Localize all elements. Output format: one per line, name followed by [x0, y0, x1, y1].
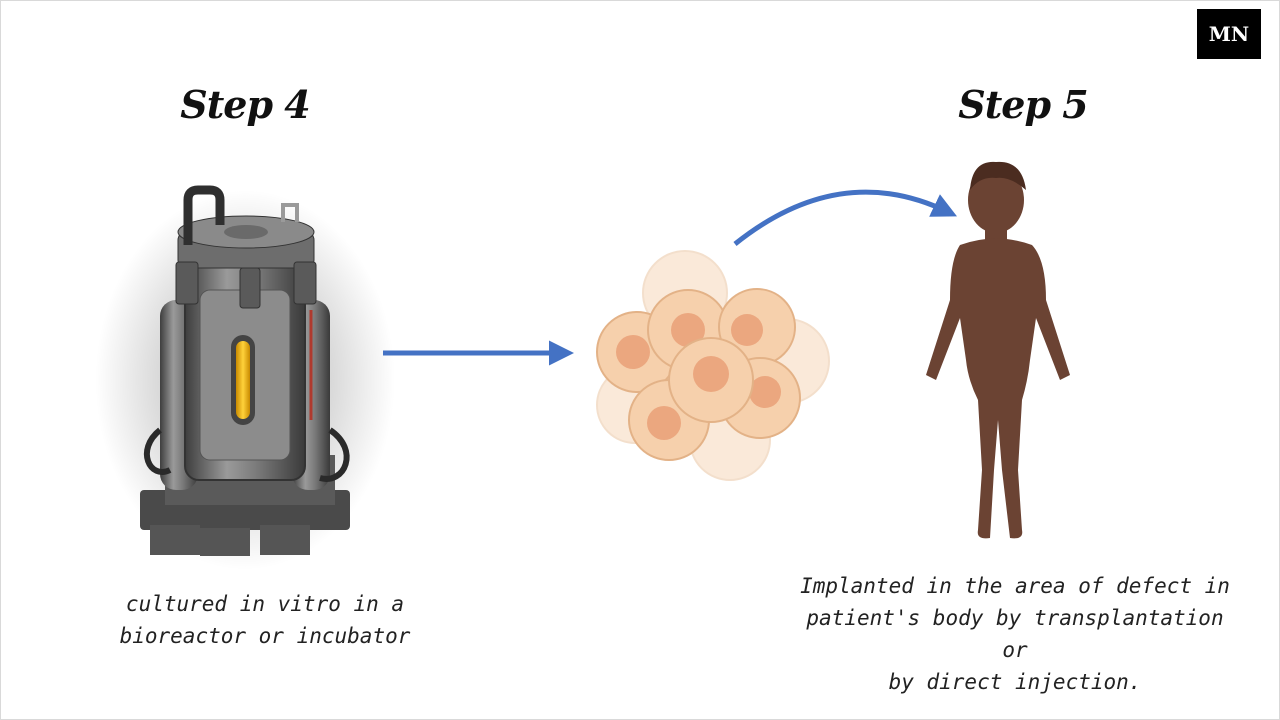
step-4-title: Step 4: [180, 82, 310, 127]
flow-arrow-curved: [733, 189, 958, 246]
bioreactor-icon: [95, 185, 395, 570]
cell: [718, 288, 796, 366]
human-body-icon: [926, 161, 1070, 539]
caption-line: bioreactor or incubator: [119, 624, 411, 648]
caption-line: cultured in vitro in a: [125, 592, 405, 616]
step-4-caption: cultured in vitro in a bioreactor or inc…: [100, 588, 430, 652]
caption-line: by direct injection.: [888, 670, 1142, 694]
step-5-caption: Implanted in the area of defect in patie…: [790, 570, 1240, 698]
caption-line: Implanted in the area of defect in: [800, 574, 1230, 598]
cell: [668, 337, 754, 423]
step-5-title: Step 5: [958, 82, 1088, 127]
cell-cluster-icon: [596, 250, 830, 481]
brand-logo: MN: [1197, 9, 1261, 59]
caption-line: patient's body by transplantation or: [806, 606, 1224, 662]
